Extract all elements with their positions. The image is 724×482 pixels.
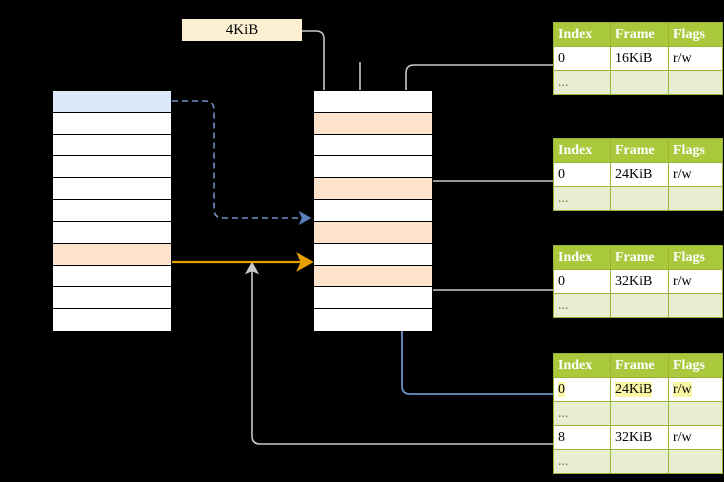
- page-size-text: 4KiB: [225, 22, 259, 38]
- cell-frame: 24KiB: [610, 377, 669, 402]
- table-row[interactable]: 0 24KiB r/w: [553, 377, 723, 402]
- column-cell: [53, 178, 171, 201]
- column-cell: [314, 91, 432, 113]
- column-cell: [53, 243, 171, 266]
- column-header-index: Index: [553, 245, 611, 270]
- cell-frame: 16KiB: [610, 46, 669, 71]
- column-cell: [53, 265, 171, 288]
- column-cell: [314, 221, 432, 244]
- column-header-index: Index: [553, 22, 611, 47]
- column-cell: [53, 221, 171, 244]
- column-cell: [53, 134, 171, 157]
- column-cell: [314, 156, 432, 179]
- column-header-flags: Flags: [668, 353, 723, 378]
- table-row[interactable]: ...: [553, 293, 723, 318]
- column-header-frame: Frame: [610, 353, 669, 378]
- column-header-flags: Flags: [668, 138, 723, 163]
- column-cell: [314, 287, 432, 310]
- column-header-frame: Frame: [610, 22, 669, 47]
- column-header-flags: Flags: [668, 245, 723, 270]
- cell-flags: r/w: [668, 425, 723, 450]
- table-row[interactable]: ...: [553, 186, 723, 211]
- column-cell: [314, 112, 432, 135]
- column-header-index: Index: [553, 138, 611, 163]
- page-table-column-left: [52, 90, 172, 331]
- cell-frame: 24KiB: [610, 162, 669, 187]
- column-cell: [314, 200, 432, 222]
- cell-flags: [668, 70, 723, 95]
- cell-index: 0: [553, 377, 611, 402]
- column-cell: [53, 287, 171, 310]
- column-header-frame: Frame: [610, 138, 669, 163]
- table-row[interactable]: ...: [553, 449, 723, 474]
- column-cell: [314, 243, 432, 266]
- cell-frame: [610, 70, 669, 95]
- highlighted-value: 0: [558, 381, 565, 397]
- cell-flags: [668, 293, 723, 318]
- column-cell: [53, 91, 171, 113]
- column-cell: [314, 134, 432, 157]
- cell-flags: r/w: [668, 377, 723, 402]
- cell-flags: r/w: [668, 269, 723, 294]
- column-cell: [314, 309, 432, 331]
- cell-flags: [668, 186, 723, 211]
- column-cell: [314, 178, 432, 201]
- cell-index: ...: [553, 449, 611, 474]
- table-row[interactable]: ...: [553, 70, 723, 95]
- cell-frame: [610, 449, 669, 474]
- column-cell: [314, 265, 432, 288]
- cell-frame: 32KiB: [610, 269, 669, 294]
- highlighted-value: 24KiB: [615, 381, 653, 397]
- column-cell: [53, 112, 171, 135]
- column-header-index: Index: [553, 353, 611, 378]
- cell-index: ...: [553, 293, 611, 318]
- cell-index: 0: [553, 46, 611, 71]
- page-size-label: 4KiB: [182, 19, 302, 41]
- column-cell: [53, 200, 171, 222]
- cell-frame: 32KiB: [610, 425, 669, 450]
- column-cell: [53, 156, 171, 179]
- cell-index: ...: [553, 401, 611, 426]
- table-row[interactable]: ...: [553, 401, 723, 426]
- cell-flags: [668, 449, 723, 474]
- cell-index: ...: [553, 186, 611, 211]
- cell-flags: [668, 401, 723, 426]
- cell-index: 0: [553, 269, 611, 294]
- cell-index: ...: [553, 70, 611, 95]
- column-header-frame: Frame: [610, 245, 669, 270]
- column-header-flags: Flags: [668, 22, 723, 47]
- page-table-column-middle: [313, 90, 433, 331]
- cell-index: 0: [553, 162, 611, 187]
- left-row1-blue-dashed-wire: [172, 100, 312, 226]
- cell-frame: [610, 401, 669, 426]
- column-cell: [53, 309, 171, 331]
- cell-flags: r/w: [668, 162, 723, 187]
- cell-frame: [610, 186, 669, 211]
- cell-index: 8: [553, 425, 611, 450]
- cell-frame: [610, 293, 669, 318]
- highlighted-value: r/w: [673, 381, 692, 397]
- cell-flags: r/w: [668, 46, 723, 71]
